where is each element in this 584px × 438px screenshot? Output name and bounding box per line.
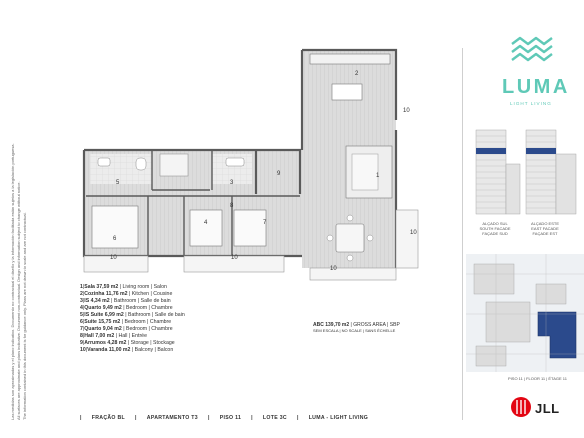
legend-item: 4|Quarto 9,49 m2 | Bedroom | Chambre <box>80 305 173 312</box>
suite-bed <box>91 205 139 249</box>
balcony-bottom-mid <box>183 255 285 273</box>
bedroom-7-bed <box>233 209 267 247</box>
brand-subtitle: LIGHT LIVING <box>510 101 552 106</box>
room-label-10d: 10 <box>231 255 238 261</box>
legend-item: 1|Sala 37,59 m2 | Living room | Salon <box>80 284 167 290</box>
highlight-floor-east <box>526 148 556 154</box>
kitchen-counter <box>309 53 391 65</box>
room-label-6: 6 <box>113 236 117 242</box>
agency-name: JLL <box>535 401 560 416</box>
brand-name: LUMA <box>502 76 570 98</box>
kitchen-island <box>331 83 363 101</box>
highlight-floor-south <box>476 148 506 154</box>
luma-waves-logo-icon <box>511 36 553 62</box>
room-label-7: 7 <box>263 220 267 226</box>
legend-item: 9|Arrumos 4,28 m2 | Storage | Stockage <box>80 340 175 347</box>
room-label-10c: 10 <box>110 255 117 261</box>
legend-item: 8|Hall 7,00 m2 | Hall | Entrée <box>80 333 147 340</box>
gross-area: ABC 139,70 m2 | GROSS AREA | SBP SEM ESC… <box>313 322 400 334</box>
brand-block: LUMA LIGHT LIVING <box>470 28 584 128</box>
footer-project: LUMA - LIGHT LIVING <box>308 415 369 421</box>
room-label-5: 5 <box>116 180 120 186</box>
highlight-unit <box>537 311 577 359</box>
footer-lot: LOTE 3C <box>262 415 287 421</box>
room-label-8: 8 <box>230 203 234 209</box>
room-label-4: 4 <box>204 220 208 226</box>
panel-divider <box>462 48 463 420</box>
room-label-3: 3 <box>230 180 234 186</box>
footer-bar: |FRAÇÃO BL|APARTAMENTO T3|PISO 11|LOTE 3… <box>80 415 369 421</box>
floor-key-plan <box>466 254 584 372</box>
legend-item: 7|Quarto 9,04 m2 | Bedroom | Chambre <box>80 326 173 333</box>
walls <box>82 48 398 268</box>
footer-apartment: APARTAMENTO T3 <box>146 415 198 421</box>
room-label-10a: 10 <box>403 108 410 114</box>
legend-item: 5|IS Suite 6,99 m2 | Bathroom | Salle de… <box>80 312 185 319</box>
floor-caption: PISO 11 | FLOOR 11 | ÉTAGE 11 <box>508 376 567 381</box>
bathtub <box>159 153 189 177</box>
room-label-10b: 10 <box>410 230 417 236</box>
legend-item: 6|Suite 15,75 m2 | Bedroom | Chambre <box>80 319 172 326</box>
facade-elevations <box>475 129 577 215</box>
legend-item: 2|Cozinha 11,76 m2 | Kitchen | Cousine <box>80 291 173 298</box>
room-label-10e: 10 <box>330 266 337 272</box>
bedroom-4-bed <box>189 209 223 247</box>
room-legend: 1|Sala 37,59 m2 | Living room | Salon 2|… <box>80 284 185 354</box>
legend-item: 10|Varanda 11,00 m2 | Balcony | Balcon <box>80 347 174 354</box>
room-label-9: 9 <box>277 171 281 177</box>
balcony-side <box>395 209 419 269</box>
gross-area-desc: GROSS AREA | SBP <box>353 322 400 328</box>
jll-logo-icon <box>511 397 531 417</box>
balcony-living <box>309 267 397 281</box>
room-label-1: 1 <box>376 173 380 179</box>
gross-area-value: ABC 139,70 m2 <box>313 322 350 328</box>
footer-floor: PISO 11 <box>219 415 242 421</box>
legend-item: 3|IS 4,34 m2 | Bathroom | Salle de bain <box>80 298 171 305</box>
footer-fraction: FRAÇÃO BL <box>91 415 126 421</box>
scale-note: SEM ESCALA | NO SCALE | SANS ÉCHELLE <box>313 328 396 334</box>
room-label-2: 2 <box>355 71 359 77</box>
dining-table <box>335 223 365 253</box>
balcony-bottom-left <box>83 255 149 273</box>
sofa-cushion <box>351 153 379 191</box>
